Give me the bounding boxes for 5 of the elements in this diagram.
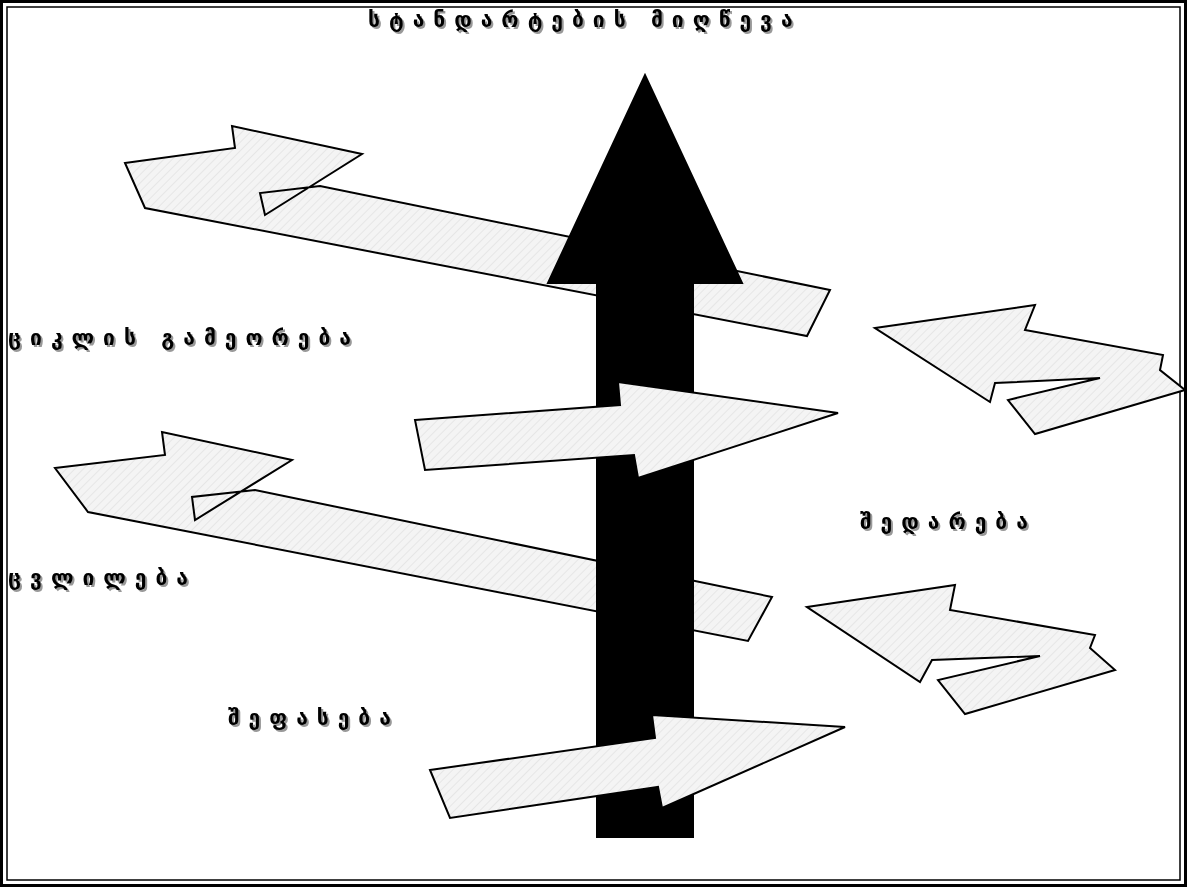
stage-label: შედარება: [860, 510, 1037, 536]
stage-label: სტანდარტების მიღწევა: [368, 8, 802, 34]
stage-label: ციკლის გამეორება: [8, 326, 360, 352]
stage-label: ცვლილება: [8, 566, 197, 592]
stage-label: შეფასება: [228, 706, 400, 732]
